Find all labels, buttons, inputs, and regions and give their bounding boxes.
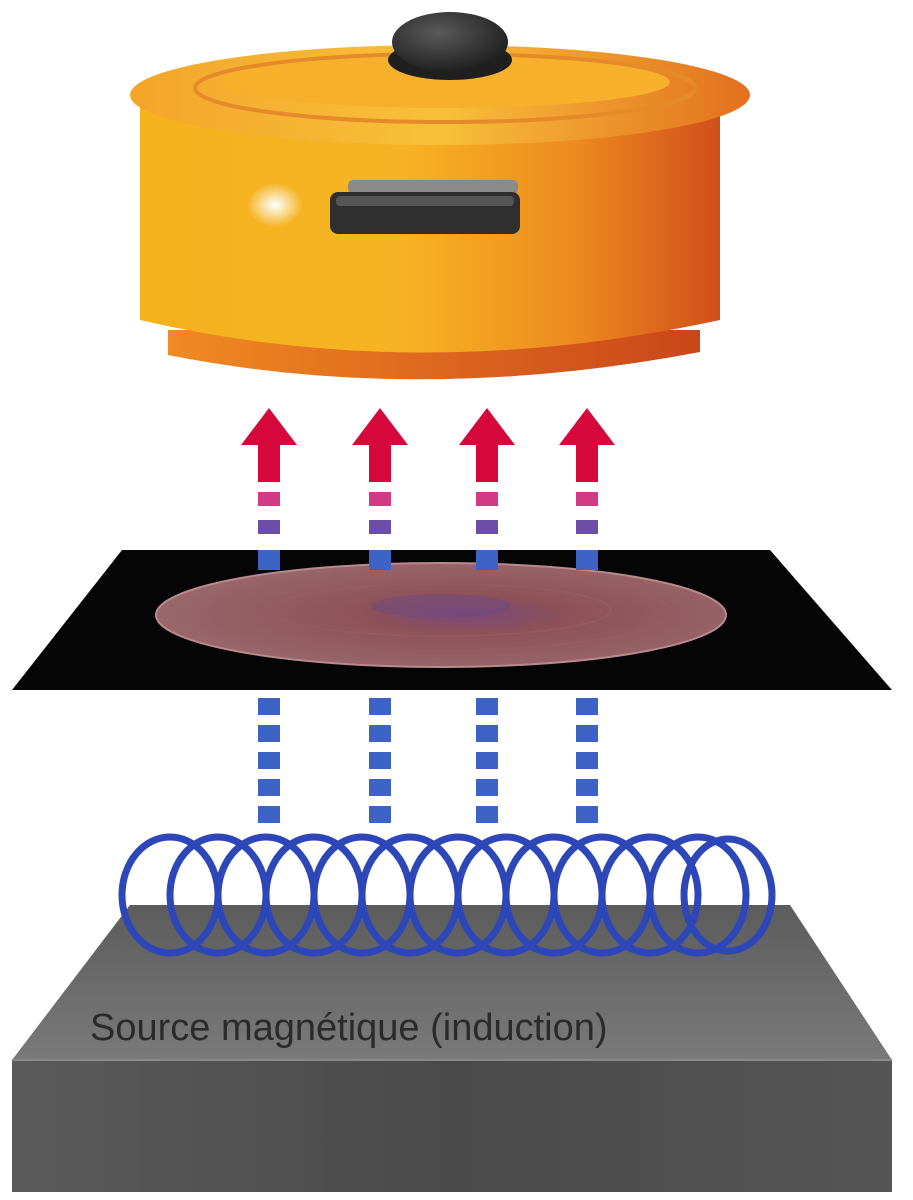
field-line [369, 698, 391, 823]
field-line [576, 698, 598, 823]
coil-spring-icon [118, 833, 776, 957]
cooking-pot-icon [130, 12, 750, 380]
pot-lid-top [220, 56, 670, 108]
pot-handle [330, 180, 520, 234]
heat-arrow-icon [559, 408, 615, 568]
heat-arrows [241, 408, 615, 568]
lid-knob-icon [392, 12, 508, 72]
heat-arrow-icon [241, 408, 297, 568]
magnetic-field-lines [258, 698, 598, 823]
field-line [476, 698, 498, 823]
base-label: Source magnétique (induction) [90, 1007, 608, 1049]
field-line [258, 698, 280, 823]
pot-highlight [247, 183, 303, 227]
base-front [12, 1060, 892, 1192]
cooktop-plate [12, 550, 892, 690]
heat-arrow-icon [459, 408, 515, 568]
heat-arrow-icon [352, 408, 408, 568]
